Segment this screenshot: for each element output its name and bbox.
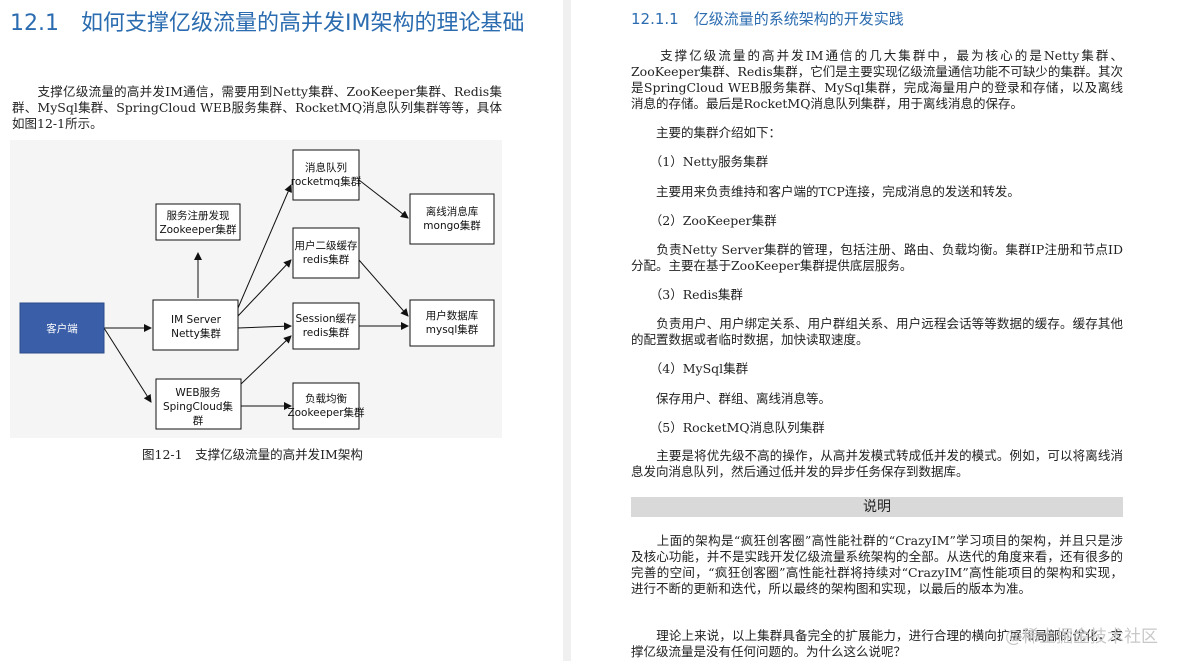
arrow-mq-offline [358,179,409,219]
zk-label-1: 服务注册发现 [167,209,230,222]
mq-label-1: 消息队列 [305,161,347,174]
item-heading-netty: （1）Netty服务集群 [631,154,769,169]
intro-paragraph: 支撑亿级流量的高并发IM通信，需要用到Netty集群、ZooKeeper集群、R… [12,84,502,131]
node-web-service: WEB服务 SpingCloud集 群 [155,378,242,430]
node-user-db: 用户数据库 mysql集群 [409,299,495,347]
client-label: 客户端 [46,322,78,335]
userdb-label-1: 用户数据库 [426,309,479,322]
architecture-diagram: 客户端 服务注册发现 Zookeeper集群 IM Server Netty集群… [10,140,502,438]
diagram-arrows [103,179,409,410]
item-heading-redis: （3）Redis集群 [631,287,743,302]
right-page: 12.1.1 亿级流量的系统架构的开发实践 支撑亿级流量的高并发IM通信的几大集… [571,0,1178,661]
offline-label-1: 离线消息库 [426,205,479,218]
node-offline-db: 离线消息库 mongo集群 [409,193,495,245]
lb-label-1: 负载均衡 [305,392,347,405]
paragraph-intro-list: 主要的集群介绍如下： [631,125,782,140]
session-label-1: Session缓存 [295,312,357,325]
lb-label-2: Zookeeper集群 [287,406,365,419]
item-body-mysql: 保存用户、群组、离线消息等。 [631,391,832,406]
im-label-2: Netty集群 [171,327,221,340]
arrow-im-mq [237,184,292,309]
item-heading-rocketmq: （5）RocketMQ消息队列集群 [631,420,825,435]
web-label-1: WEB服务 [175,386,221,399]
item-body-redis: 负责用户、用户绑定关系、用户群组关系、用户远程会话等等数据的缓存。缓存其他的配置… [631,316,1123,347]
session-label-2: redis集群 [303,326,350,339]
offline-label-2: mongo集群 [423,219,481,232]
arrow-cache-userdb [358,259,409,317]
arrow-web-session [240,335,292,385]
web-label-3: 群 [193,414,204,427]
web-label-2: SpingCloud集 [163,400,234,413]
subsection-heading: 12.1.1 亿级流量的系统架构的开发实践 [631,10,904,28]
node-session-cache: Session缓存 redis集群 [292,302,360,350]
node-client: 客户端 [19,302,105,354]
arrow-im-cache [237,259,292,317]
node-user-cache: 用户二级缓存 redis集群 [292,227,360,279]
diagram-svg: 客户端 服务注册发现 Zookeeper集群 IM Server Netty集群… [19,149,495,430]
mq-label-2: rocketmq集群 [291,175,362,188]
item-heading-mysql: （4）MySql集群 [631,361,749,376]
cache-label-1: 用户二级缓存 [295,239,358,252]
node-im-server: IM Server Netty集群 [152,299,239,351]
item-body-rocketmq: 主要是将优先级不高的操作，从高并发模式转成低并发的模式。例如，可以将离线消息发向… [631,448,1123,479]
cache-label-2: redis集群 [303,253,350,266]
closing-paragraph: 理论上来说，以上集群具备完全的扩展能力，进行合理的横向扩展和局部的优化，支撑亿级… [631,628,1123,659]
figure-caption: 图12-1 支撑亿级流量的高并发IM架构 [142,447,363,462]
watermark-text: @稀土掘金技术社区 [1005,627,1158,647]
section-heading: 12.1 如何支撑亿级流量的高并发IM架构的理论基础 [10,11,525,36]
node-load-balancer: 负载均衡 Zookeeper集群 [287,382,365,430]
arrow-client-web [103,327,152,403]
node-zookeeper-discovery: 服务注册发现 Zookeeper集群 [155,203,241,241]
item-body-netty: 主要用来负责维持和客户端的TCP连接，完成消息的发送和转发。 [631,184,1020,199]
item-heading-zookeeper: （2）ZooKeeper集群 [631,213,777,228]
userdb-label-2: mysql集群 [426,323,479,336]
note-title-bar: 说明 [631,497,1123,517]
im-label-1: IM Server [171,314,222,326]
zk-label-2: Zookeeper集群 [159,223,237,236]
paragraph-overview: 支撑亿级流量的高并发IM通信的几大集群中，最为核心的是Netty集群、ZooKe… [631,48,1123,111]
item-body-zookeeper: 负责Netty Server集群的管理，包括注册、路由、负载均衡。集群IP注册和… [631,242,1123,273]
note-body: 上面的架构是“疯狂创客圈”高性能社群的“CrazyIM”学习项目的架构，并且只是… [631,533,1123,596]
node-message-queue: 消息队列 rocketmq集群 [291,149,362,201]
arrow-im-session [237,322,292,331]
left-page: 12.1 如何支撑亿级流量的高并发IM架构的理论基础 支撑亿级流量的高并发IM通… [0,0,563,661]
